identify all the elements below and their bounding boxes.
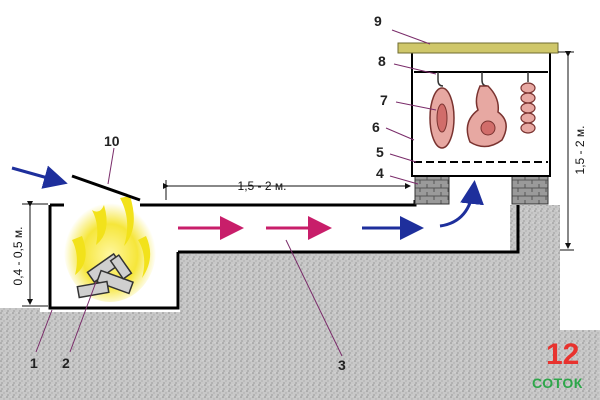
flue-channel — [140, 200, 520, 254]
chamber-cover — [397, 42, 559, 54]
firebox-lid — [71, 174, 141, 202]
flame — [120, 196, 134, 246]
label-6: 6 — [372, 119, 380, 135]
dim-firebox-depth: 0,4 - 0,5 м. — [11, 227, 25, 286]
label-10: 10 — [104, 133, 120, 149]
smoked-ham — [429, 87, 455, 149]
label-5: 5 — [376, 144, 384, 160]
smoke-arrow-cool-2 — [439, 180, 484, 228]
label-8: 8 — [378, 53, 386, 69]
site-logo: 12 СОТОК — [532, 338, 583, 391]
label-4: 4 — [376, 165, 384, 181]
ground — [0, 210, 600, 400]
dim-flue-length: 1,5 - 2 м. — [238, 179, 287, 193]
logo-word: СОТОК — [532, 375, 583, 391]
dim-chamber-height: 1,5 - 2 м. — [573, 126, 587, 175]
label-9: 9 — [374, 13, 382, 29]
firebox-wall — [48, 205, 180, 310]
brick-support-right — [511, 173, 549, 205]
label-7: 7 — [380, 92, 388, 108]
label-2: 2 — [62, 355, 70, 371]
logo-number: 12 — [546, 338, 579, 371]
smoked-leg — [466, 85, 507, 148]
flame — [92, 205, 107, 245]
label-3: 3 — [338, 357, 346, 373]
brick-support-left — [414, 173, 450, 205]
leader-lines — [35, 29, 437, 357]
firewood — [76, 252, 134, 299]
sausage-links — [520, 82, 536, 134]
air-intake-arrow — [11, 165, 68, 189]
flame — [72, 236, 86, 275]
label-1: 1 — [30, 355, 38, 371]
flame — [138, 236, 151, 278]
